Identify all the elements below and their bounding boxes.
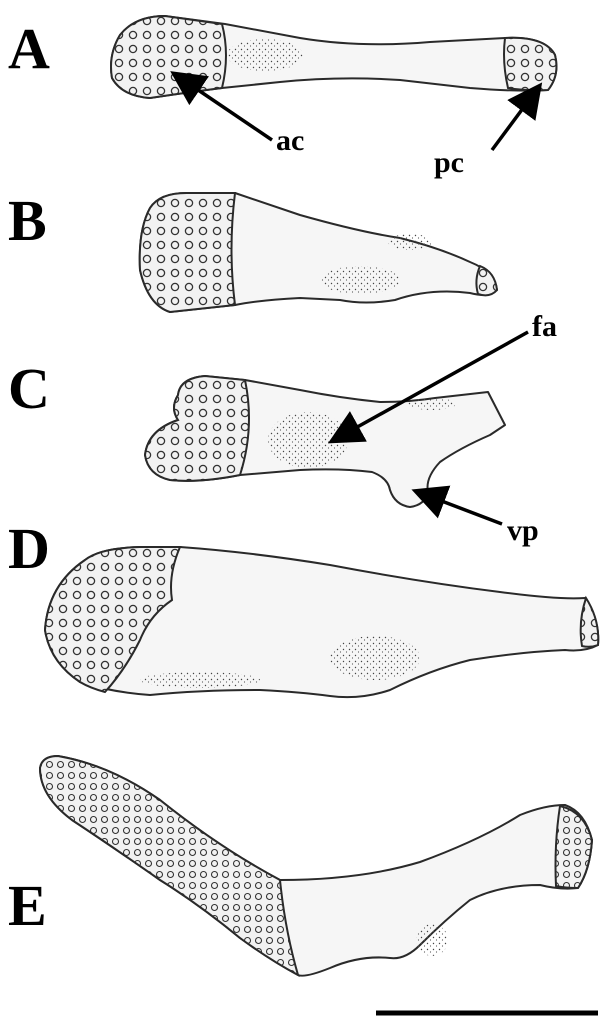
panel-c: C fa vp	[8, 310, 557, 547]
stipple-region-e	[416, 924, 448, 956]
stipple-region-b2	[388, 234, 432, 250]
panel-letter-b: B	[8, 188, 47, 253]
panel-letter-c: C	[8, 356, 50, 421]
panel-b: B	[8, 188, 497, 312]
stipple-region-b	[320, 266, 400, 294]
anterior-cartilage-b	[140, 193, 235, 312]
label-fa: fa	[532, 310, 557, 343]
panel-e: E	[8, 756, 592, 976]
anterior-cartilage-a	[111, 16, 226, 98]
posterior-cartilage-d	[581, 598, 599, 647]
stipple-region-a	[227, 39, 303, 71]
posterior-cartilage-b	[476, 266, 497, 295]
panel-letter-d: D	[8, 516, 50, 581]
label-ac: ac	[276, 124, 304, 157]
panel-letter-e: E	[8, 873, 47, 938]
cartilage-c	[145, 376, 249, 481]
arrow-vp	[418, 492, 502, 524]
arrow-pc	[492, 88, 538, 150]
label-pc: pc	[434, 146, 464, 179]
stipple-region-d	[330, 636, 420, 680]
label-vp: vp	[507, 514, 539, 547]
posterior-cartilage-a	[504, 38, 556, 90]
stipple-region-d2	[140, 672, 260, 688]
posterior-cartilage-e	[556, 806, 593, 888]
stipple-region-c2	[408, 398, 456, 410]
cartilage-e	[40, 756, 298, 975]
panel-letter-a: A	[8, 16, 50, 81]
panel-a: A ac pc	[8, 16, 556, 179]
